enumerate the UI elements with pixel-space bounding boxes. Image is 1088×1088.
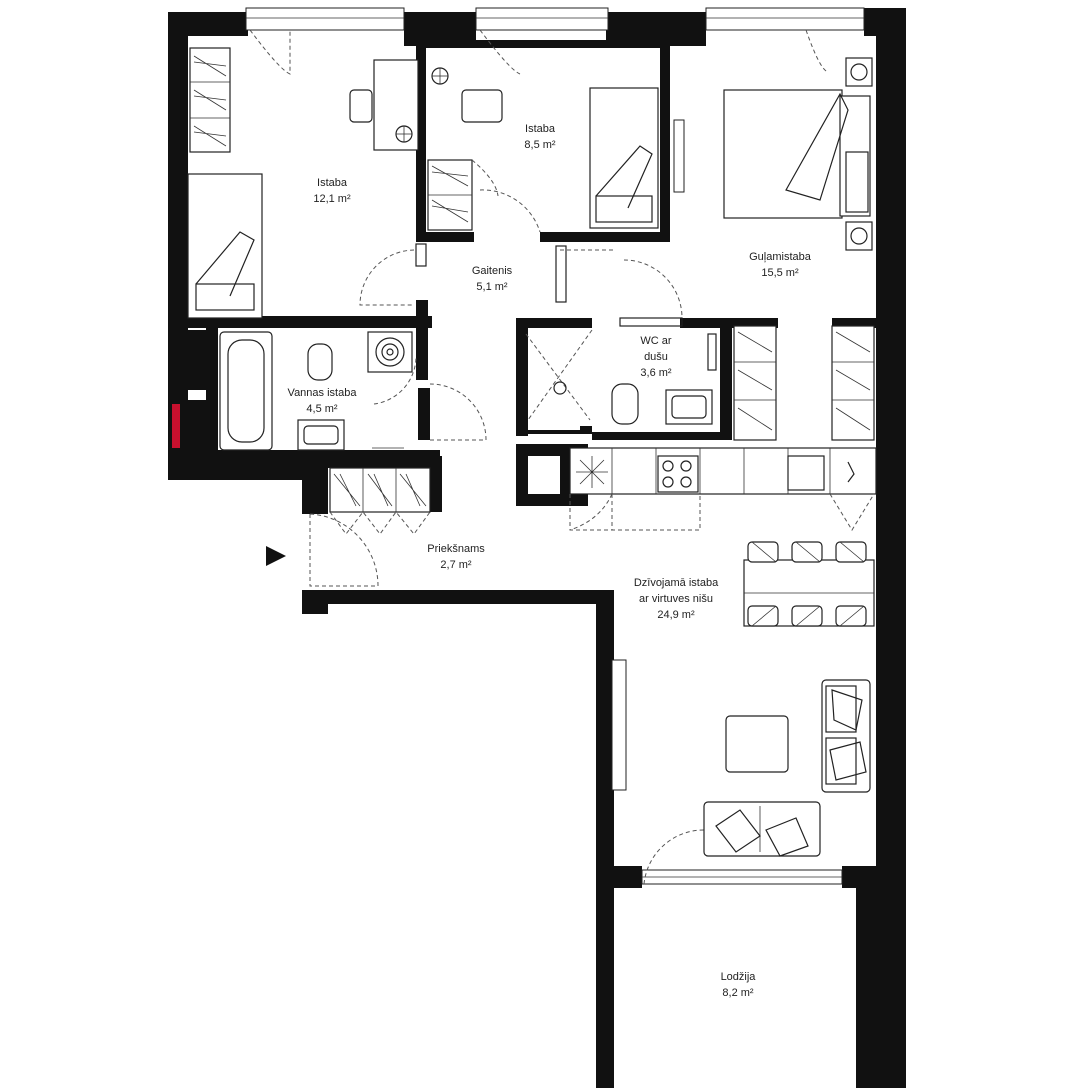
room-area-dzivojama: 24,9 m² [657,609,695,621]
wc-fixtures [553,333,717,425]
room-area-istaba-1: 12,1 m² [313,193,351,205]
room-name-istaba-1: Istaba [317,177,348,189]
bathroom-fixtures [219,331,413,451]
room-area-prieksnams: 2,7 m² [440,559,472,571]
gulamistaba-furniture [723,57,875,441]
dining [743,541,875,627]
room-name-gulamistaba: Guļamistaba [749,251,812,263]
room-name-vannas: Vannas istaba [288,387,358,399]
room-name-wc-line2: dušu [644,351,668,363]
room-area-gaitenis: 5,1 m² [476,281,508,293]
istaba-1-furniture [187,47,503,319]
room-name-gaitenis: Gaitenis [472,265,513,277]
room-name-dzivojama-line2: ar virtuves nišu [639,593,713,605]
room-area-lodzija: 8,2 m² [722,987,754,999]
room-name-wc-line1: WC ar [640,335,672,347]
room-name-prieksnams: Priekšnams [427,543,485,555]
meter-marker [172,404,180,448]
room-name-istaba-2: Istaba [525,123,556,135]
entrance-closet [329,467,431,535]
windows [245,7,865,885]
living [703,679,871,857]
wc-shelf [528,412,580,430]
wc-niche [528,456,560,494]
room-name-dzivojama-line1: Dzīvojamā istaba [634,577,719,589]
room-area-gulamistaba: 15,5 m² [761,267,799,279]
frame-marks [415,243,683,327]
room-name-lodzija: Lodžija [721,971,757,983]
room-area-istaba-2: 8,5 m² [524,139,556,151]
room-area-vannas: 4,5 m² [306,403,338,415]
doors [249,29,829,885]
entrance-arrow-icon[interactable] [266,546,286,566]
room-area-wc: 3,6 m² [640,367,672,379]
kitchen [569,447,877,531]
room-labels: Istaba 12,1 m² Istaba 8,5 m² Guļamistaba… [288,123,812,999]
istaba-2-furniture [427,87,659,231]
